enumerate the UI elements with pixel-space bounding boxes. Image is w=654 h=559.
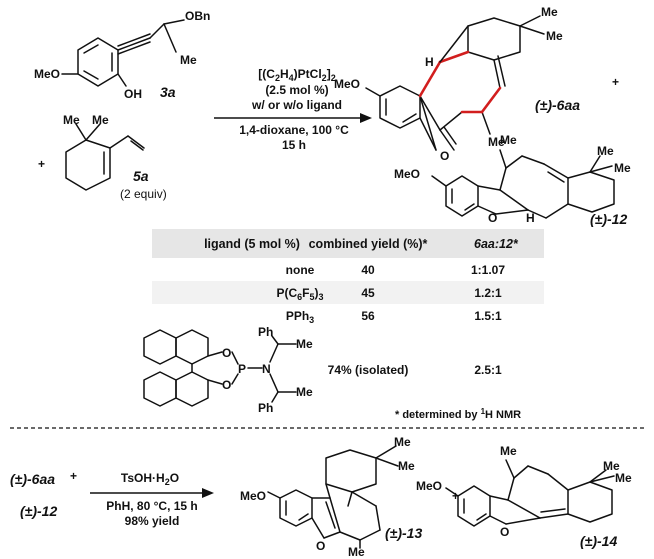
product-label-12: (±)-12 <box>590 211 627 227</box>
o-label: O <box>222 378 231 392</box>
me-label: Me <box>348 545 365 559</box>
compound-label-5a: 5a <box>133 168 149 184</box>
meo-label: MeO <box>34 67 60 81</box>
compound-label-3a: 3a <box>160 84 176 100</box>
plus-sign: + <box>612 75 619 89</box>
me-label: Me <box>597 144 614 158</box>
table-cell-ratio: 1:1.07 <box>471 263 505 277</box>
catalyst-text: [(C2H4)PtCl2]2 <box>258 67 335 83</box>
oh-label: OH <box>124 87 142 101</box>
o-label: O <box>440 149 449 163</box>
o-label: O <box>222 346 231 360</box>
phosphoramidite-ligand-structure <box>143 329 297 407</box>
arrowhead-icon <box>360 113 372 123</box>
product-6aa-structure <box>365 15 545 151</box>
meo-label: MeO <box>334 77 360 91</box>
diene-5a-structure <box>65 123 145 191</box>
ph-label: Ph <box>258 401 273 415</box>
arrowhead-icon <box>202 488 214 498</box>
me-label: Me <box>296 337 313 351</box>
me-label: Me <box>500 133 517 147</box>
product-label-6aa: (±)-6aa <box>535 97 580 113</box>
me-label: Me <box>546 29 563 43</box>
solvent-temperature: 1,4-dioxane, 100 °C <box>239 123 349 137</box>
n-label: N <box>262 362 271 376</box>
me-label: Me <box>615 471 632 485</box>
me-label: Me <box>180 53 197 67</box>
product-14-structure <box>445 459 615 527</box>
me-label: Me <box>614 161 631 175</box>
table-cell-ligand: none <box>286 263 315 277</box>
bottom-conditions: PhH, 80 °C, 15 h <box>106 499 198 513</box>
me-label: Me <box>603 459 620 473</box>
substrate-3a-structure <box>61 19 185 87</box>
table-cell-yield: 40 <box>361 263 375 277</box>
me-label: Me <box>296 385 313 399</box>
meo-label: MeO <box>240 489 266 503</box>
p-label: P <box>238 362 246 376</box>
table-footnote: * determined by 1H NMR <box>395 407 521 421</box>
product-13-structure <box>267 445 399 549</box>
start-label-6aa: (±)-6aa <box>10 471 55 487</box>
table-cell-ratio: 2.5:1 <box>474 363 502 377</box>
new-bond-highlight <box>438 50 470 64</box>
me-label: Me <box>394 435 411 449</box>
table-cell-ratio: 1.5:1 <box>474 309 502 323</box>
table-row-shading <box>152 281 544 304</box>
product-label-13: (±)-13 <box>385 525 422 541</box>
meo-label: MeO <box>394 167 420 181</box>
o-label: O <box>488 211 497 225</box>
o-label: O <box>500 525 509 539</box>
product-label-14: (±)-14 <box>580 533 617 549</box>
table-header-row <box>152 229 544 258</box>
ligand-condition: w/ or w/o ligand <box>251 98 342 112</box>
meo-label: MeO <box>416 479 442 493</box>
h-label: H <box>526 211 535 225</box>
diene-equiv: (2 equiv) <box>120 187 167 201</box>
table-cell-yield: 56 <box>361 309 375 323</box>
ph-label: Ph <box>258 325 273 339</box>
plus-sign: + <box>38 157 45 171</box>
table-header-yield: combined yield (%)* <box>309 237 428 251</box>
me-label: Me <box>541 5 558 19</box>
new-bond-highlight <box>418 60 442 98</box>
me-label: Me <box>500 444 517 458</box>
table-cell-yield: 74% (isolated) <box>328 363 409 377</box>
table-header-ligand: ligand (5 mol %) <box>204 237 300 251</box>
catalyst-loading: (2.5 mol %) <box>265 83 328 97</box>
acid-reagent: TsOH·H2O <box>121 471 179 487</box>
start-label-12: (±)-12 <box>20 503 57 519</box>
table-header-ratio: 6aa:12* <box>474 237 519 251</box>
h-label: H <box>425 55 434 69</box>
table-cell-ligand: PPh3 <box>286 309 314 325</box>
ligand-screening-table: ligand (5 mol %) combined yield (%)* 6aa… <box>143 229 544 421</box>
table-cell-ratio: 1.2:1 <box>474 286 502 300</box>
product-12-structure <box>431 149 615 219</box>
o-label: O <box>316 539 325 553</box>
obn-label: OBn <box>185 9 210 23</box>
bottom-yield: 98% yield <box>125 514 180 528</box>
plus-sign: + <box>452 489 459 503</box>
table-cell-yield: 45 <box>361 286 375 300</box>
reaction-time: 15 h <box>282 138 306 152</box>
me-label: Me <box>92 113 109 127</box>
plus-sign: + <box>70 469 77 483</box>
me-label: Me <box>398 459 415 473</box>
me-label: Me <box>488 135 505 149</box>
me-label: Me <box>63 113 80 127</box>
new-bond-highlight <box>480 86 502 114</box>
